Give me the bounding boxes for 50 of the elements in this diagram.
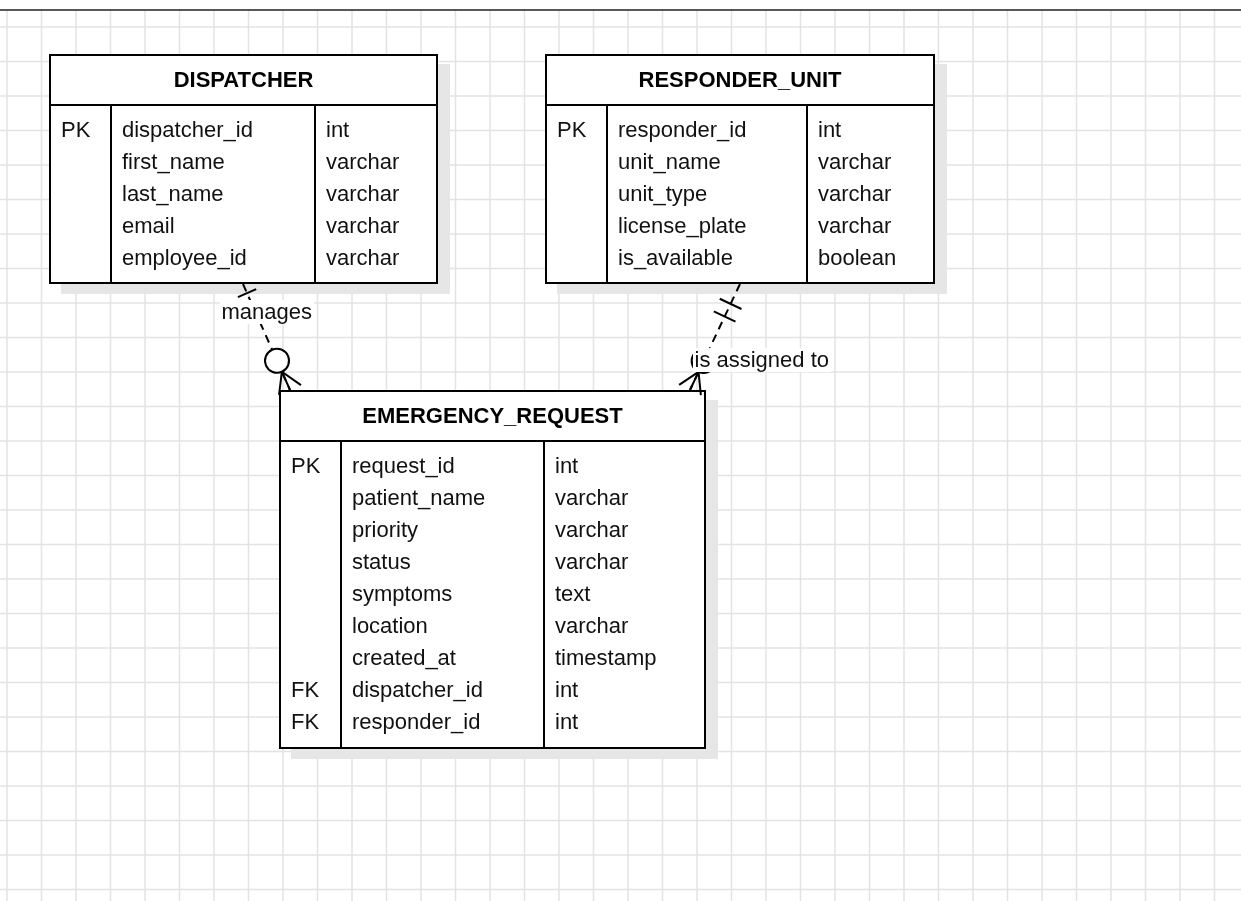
column-type: int: [555, 708, 579, 736]
column-type: varchar: [555, 516, 629, 544]
key-label: PK: [291, 452, 321, 480]
table-title: EMERGENCY_REQUEST: [362, 403, 623, 429]
edge-label: is assigned to: [692, 348, 832, 372]
column-type: int: [326, 116, 350, 144]
column-type: int: [555, 452, 579, 480]
column-name: created_at: [352, 644, 456, 672]
column-type: varchar: [818, 180, 892, 208]
column-type: text: [555, 580, 591, 608]
key-label: PK: [557, 116, 587, 144]
column-type: varchar: [818, 148, 892, 176]
column-name: unit_name: [618, 148, 721, 176]
relationship-line: [236, 283, 302, 396]
column-name: dispatcher_id: [122, 116, 253, 144]
column-name: email: [122, 212, 175, 240]
edge-label: manages: [219, 300, 314, 324]
column-type: timestamp: [555, 644, 657, 672]
column-type: varchar: [818, 212, 892, 240]
column-type: varchar: [326, 212, 400, 240]
key-label: FK: [291, 708, 320, 736]
column-name: employee_id: [122, 244, 247, 272]
relationship-line: [678, 283, 743, 397]
column-name: patient_name: [352, 484, 486, 512]
column-name: last_name: [122, 180, 224, 208]
table-title: RESPONDER_UNIT: [638, 67, 842, 93]
column-type: varchar: [326, 244, 400, 272]
column-name: location: [352, 612, 428, 640]
column-name: request_id: [352, 452, 455, 480]
column-name: priority: [352, 516, 418, 544]
key-label: PK: [61, 116, 91, 144]
column-name: responder_id: [352, 708, 481, 736]
column-name: responder_id: [618, 116, 747, 144]
column-type: int: [818, 116, 842, 144]
column-name: unit_type: [618, 180, 708, 208]
column-name: status: [352, 548, 411, 576]
column-type: varchar: [326, 180, 400, 208]
column-type: varchar: [326, 148, 400, 176]
column-name: is_available: [618, 244, 733, 272]
key-label: FK: [291, 676, 320, 704]
column-type: varchar: [555, 612, 629, 640]
column-name: symptoms: [352, 580, 453, 608]
column-name: first_name: [122, 148, 225, 176]
column-type: boolean: [818, 244, 897, 272]
column-name: license_plate: [618, 212, 747, 240]
column-type: int: [555, 676, 579, 704]
column-name: dispatcher_id: [352, 676, 483, 704]
column-type: varchar: [555, 548, 629, 576]
table-title: DISPATCHER: [173, 67, 314, 93]
column-type: varchar: [555, 484, 629, 512]
